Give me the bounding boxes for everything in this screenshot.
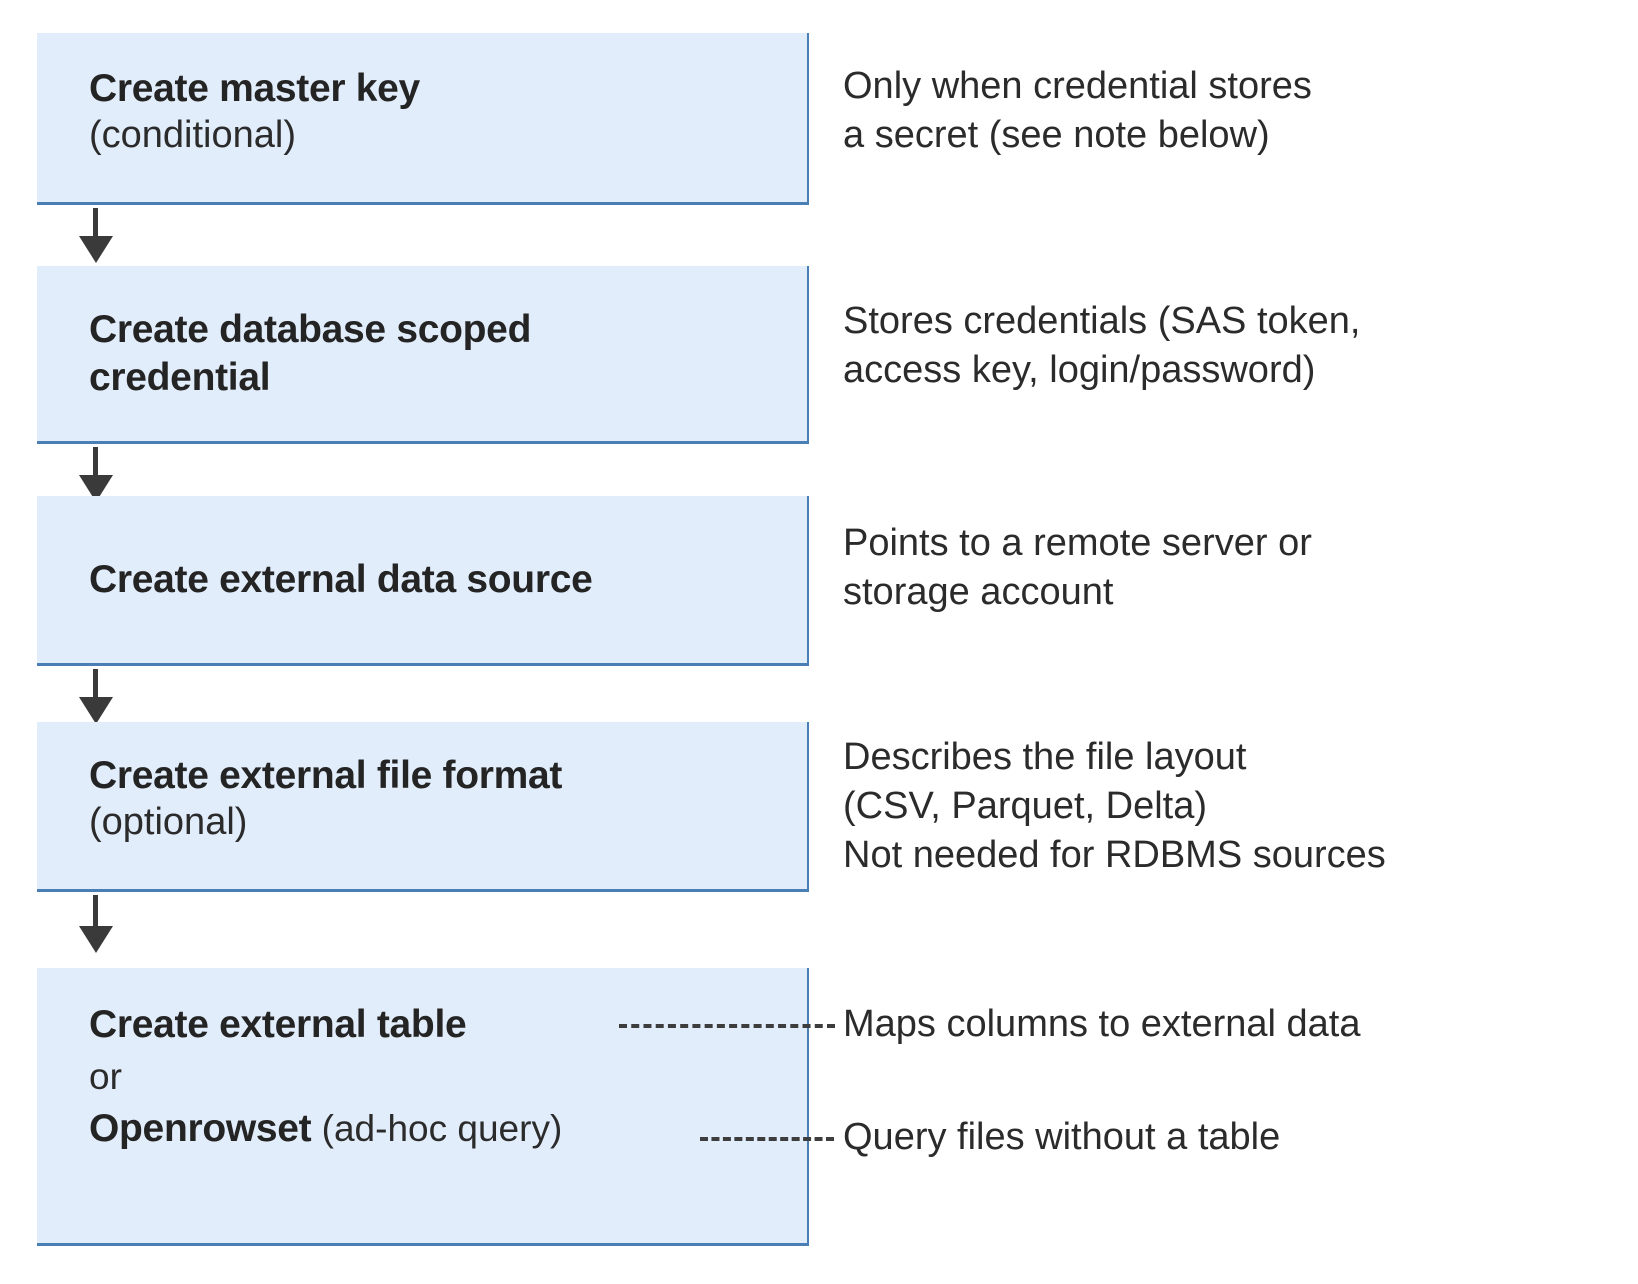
step-title: Create external table bbox=[89, 1003, 467, 1046]
note-create-external-data-source: Points to a remote server or storage acc… bbox=[843, 522, 1312, 614]
note-create-external-table: Maps columns to external data bbox=[843, 1003, 1361, 1045]
step-subtitle: (optional) bbox=[89, 800, 248, 843]
dashed-connector-external-table bbox=[619, 1024, 835, 1028]
step-title: Create external data source bbox=[89, 557, 593, 601]
note-openrowset: Query files without a table bbox=[843, 1116, 1281, 1158]
flow-step-create-database-scoped-credential[interactable]: Create database scoped credential bbox=[37, 266, 809, 444]
step-title: Create master key bbox=[89, 67, 420, 110]
arrow-down-icon-1 bbox=[79, 208, 113, 263]
flow-step-create-external-file-format[interactable]: Create external file format (optional) bbox=[37, 722, 809, 892]
arrow-down-icon-4 bbox=[79, 895, 113, 953]
step-title: Create external file format bbox=[89, 754, 563, 797]
arrow-down-icon-3 bbox=[79, 669, 113, 724]
note-create-external-file-format: Describes the file layout (CSV, Parquet,… bbox=[843, 736, 1386, 877]
flow-step-create-external-data-source[interactable]: Create external data source bbox=[37, 496, 809, 666]
note-create-database-scoped-credential: Stores credentials (SAS token, access ke… bbox=[843, 300, 1361, 392]
step-subtitle: (conditional) bbox=[89, 113, 296, 156]
flow-step-create-external-table-or-openrowset[interactable]: Create external table or Openrowset (ad-… bbox=[37, 968, 809, 1246]
step-alt-title: Openrowset bbox=[89, 1106, 312, 1150]
step-alt-line: Openrowset (ad-hoc query) bbox=[89, 1105, 797, 1153]
step-title: Create database scoped credential bbox=[89, 307, 532, 399]
step-alt-suffix: (ad-hoc query) bbox=[311, 1107, 563, 1149]
dashed-connector-openrowset bbox=[700, 1137, 834, 1141]
arrow-down-icon-2 bbox=[79, 447, 113, 502]
flow-step-create-master-key[interactable]: Create master key (conditional) bbox=[37, 33, 809, 205]
note-create-master-key: Only when credential stores a secret (se… bbox=[843, 65, 1312, 157]
step-separator: or bbox=[89, 1055, 122, 1097]
